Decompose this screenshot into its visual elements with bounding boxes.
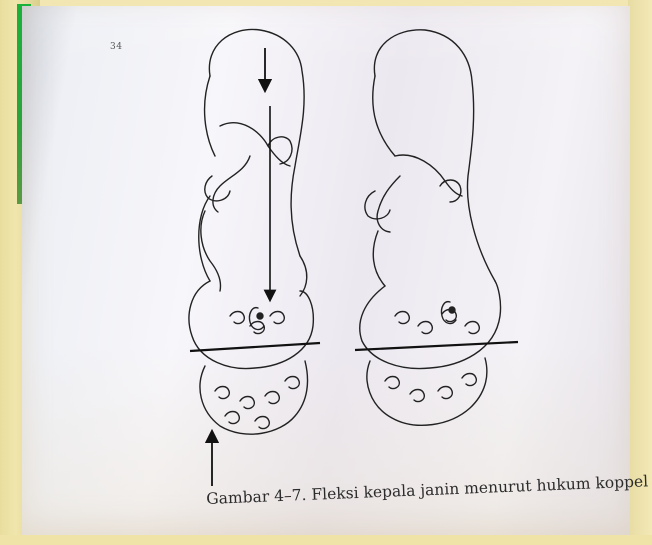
right-reference-line <box>355 342 518 350</box>
right-background <box>628 0 652 545</box>
bottom-background <box>0 535 652 545</box>
fetus-illustration <box>150 16 550 486</box>
left-fetus-drawing <box>189 29 313 434</box>
right-fetus-drawing <box>360 30 501 425</box>
page-number: 34 <box>110 42 122 52</box>
